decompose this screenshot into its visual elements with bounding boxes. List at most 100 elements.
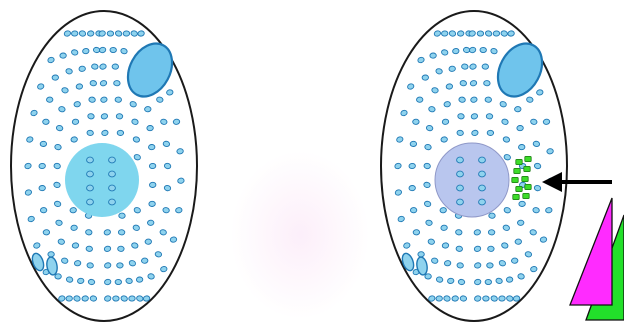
basal-body — [456, 246, 463, 252]
basal-body — [545, 207, 552, 213]
basal-body — [507, 30, 514, 36]
basal-body — [499, 296, 506, 302]
basal-body — [455, 229, 462, 235]
basal-body — [487, 263, 494, 268]
basal-body — [117, 263, 124, 268]
basal-body — [82, 48, 89, 54]
basal-body — [43, 230, 50, 236]
basal-body — [87, 185, 94, 191]
basal-body — [530, 266, 537, 272]
magenta-wedge — [570, 198, 612, 305]
basal-body — [137, 30, 144, 36]
basal-body — [479, 157, 486, 163]
basal-body — [482, 64, 489, 69]
basal-body — [457, 130, 464, 136]
basal-body — [452, 295, 459, 301]
basal-body — [457, 157, 464, 163]
basal-body — [461, 64, 468, 70]
basal-body — [86, 246, 93, 252]
basal-body — [452, 48, 459, 54]
basal-body — [409, 163, 416, 169]
basal-body — [145, 239, 152, 245]
basal-body — [517, 125, 524, 131]
basal-body — [88, 279, 95, 285]
basal-body — [118, 230, 125, 235]
basal-body — [457, 185, 464, 191]
basal-body — [87, 130, 94, 136]
new-basal-body — [514, 168, 520, 173]
basal-body — [444, 260, 451, 266]
basal-body — [518, 144, 525, 150]
basal-body — [115, 97, 122, 102]
basal-body — [449, 66, 456, 72]
basal-body — [109, 199, 116, 205]
basal-body — [477, 31, 484, 36]
basal-body — [422, 75, 429, 81]
basal-body — [118, 246, 125, 251]
basal-body — [74, 260, 81, 266]
new-basal-body — [524, 166, 530, 171]
basal-body — [413, 230, 420, 236]
basal-body — [107, 31, 114, 36]
basal-body — [87, 171, 94, 177]
basal-body — [147, 125, 154, 131]
basal-body — [109, 171, 116, 177]
basal-body — [89, 97, 96, 103]
basal-body — [546, 148, 553, 154]
basal-body — [149, 182, 156, 188]
basal-body — [479, 171, 486, 177]
cell-panel-left — [11, 11, 197, 321]
basal-body — [460, 295, 467, 301]
cell-panel-right — [381, 11, 567, 321]
basal-body — [446, 83, 453, 89]
basal-body — [514, 106, 521, 112]
basal-body — [71, 225, 78, 231]
basal-body — [457, 171, 464, 177]
basal-body — [457, 262, 464, 268]
new-basal-body — [525, 184, 531, 189]
nucleus — [65, 143, 139, 217]
basal-body — [444, 101, 451, 107]
basal-body — [410, 141, 417, 147]
basal-body — [77, 278, 84, 284]
basal-body — [442, 242, 449, 248]
basal-body — [457, 30, 464, 36]
basal-body — [110, 47, 117, 52]
basal-body — [506, 277, 513, 283]
basal-body — [60, 53, 67, 59]
basal-body — [447, 278, 454, 284]
basal-body — [115, 279, 122, 284]
basal-body — [40, 207, 47, 213]
basal-body — [540, 236, 547, 242]
basal-body — [418, 252, 425, 258]
new-basal-body — [512, 177, 518, 182]
basal-body — [87, 113, 94, 119]
basal-body — [441, 31, 448, 37]
basal-body — [409, 185, 416, 191]
basal-body — [149, 201, 156, 207]
basal-body — [410, 207, 417, 213]
basal-body — [147, 220, 154, 226]
basal-body — [136, 277, 143, 283]
basal-body — [113, 296, 120, 301]
basal-body — [425, 274, 432, 280]
basal-body — [87, 262, 94, 268]
basal-body — [441, 225, 448, 231]
basal-body — [493, 31, 500, 37]
basal-body — [436, 296, 443, 302]
new-basal-body — [525, 156, 531, 161]
basal-body — [71, 136, 78, 142]
basal-body — [457, 113, 464, 119]
basal-body — [479, 185, 486, 191]
basal-body — [43, 119, 50, 125]
basal-body — [46, 97, 53, 103]
nucleus — [435, 143, 509, 217]
new-basal-body — [522, 176, 528, 181]
basal-body — [148, 144, 155, 150]
basal-body — [440, 207, 447, 213]
basal-body — [72, 119, 79, 125]
basal-body — [485, 97, 492, 102]
basal-body — [119, 213, 126, 218]
basal-body — [160, 266, 167, 272]
basal-body — [48, 252, 55, 258]
